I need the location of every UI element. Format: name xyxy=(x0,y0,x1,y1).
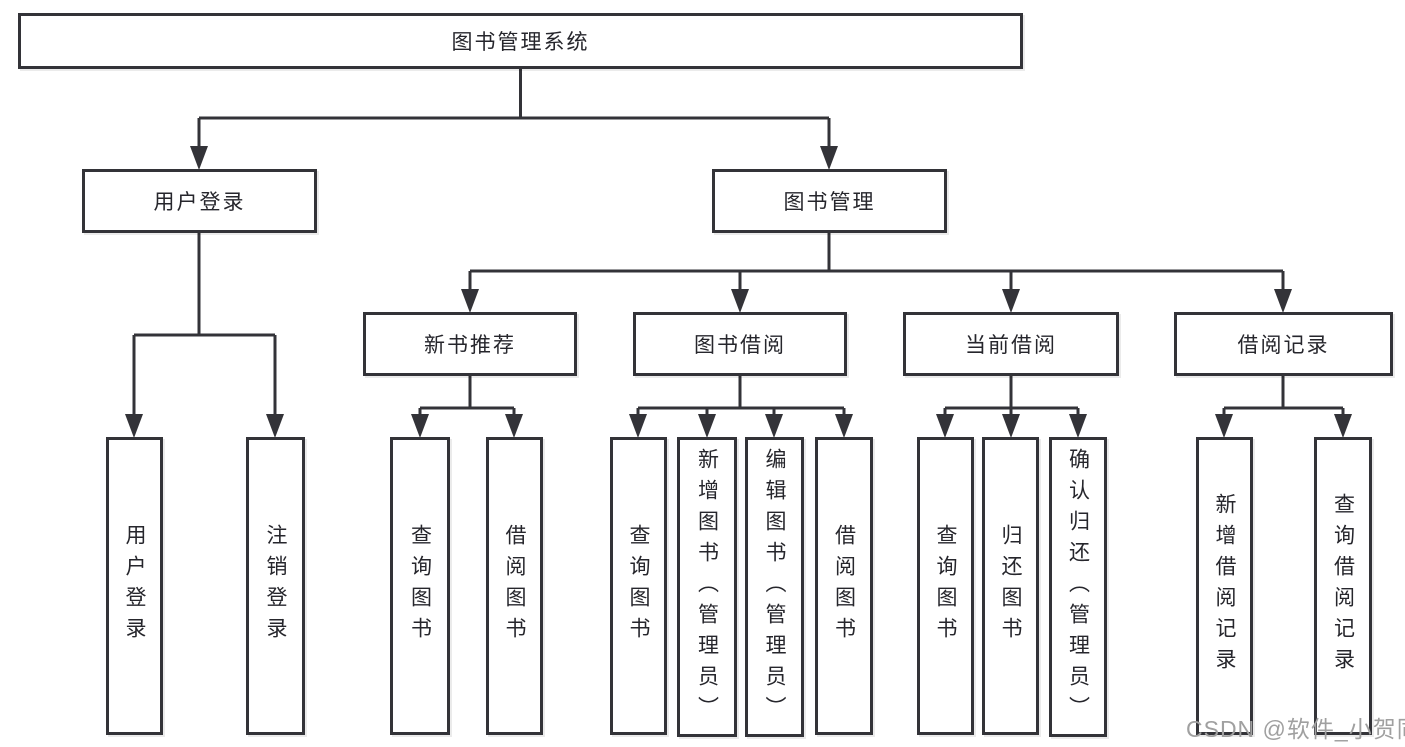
connector-new-book-recommend-children xyxy=(411,376,523,438)
node-label: 用户登录 xyxy=(153,191,246,214)
leaf-add-book-admin: 新增图书（管理员） xyxy=(677,437,737,737)
leaf-label: 借阅图书 xyxy=(503,524,526,648)
leaf-label: 注销登录 xyxy=(264,524,287,648)
leaf-label: 新增图书（管理员） xyxy=(695,447,719,727)
leaf-label: 查询借阅记录 xyxy=(1331,493,1355,679)
node-label: 图书管理系统 xyxy=(451,31,590,54)
node-current-borrow: 当前借阅 xyxy=(903,312,1119,376)
node-label: 借阅记录 xyxy=(1237,334,1330,357)
leaf-label: 确认归还（管理员） xyxy=(1066,447,1090,727)
connector-borrow-records-children xyxy=(1215,376,1352,438)
leaf-logout: 注销登录 xyxy=(246,437,305,735)
connector-user-login-children xyxy=(125,233,284,438)
leaf-query-books-current: 查询图书 xyxy=(917,437,974,735)
node-user-login: 用户登录 xyxy=(82,169,317,233)
leaf-query-books-recommend: 查询图书 xyxy=(390,437,450,735)
leaf-query-books-borrow: 查询图书 xyxy=(610,437,667,735)
leaf-label: 编辑图书（管理员） xyxy=(763,447,786,727)
node-book-borrow: 图书借阅 xyxy=(633,312,847,376)
leaf-label: 查询图书 xyxy=(934,524,957,648)
leaf-edit-book-admin: 编辑图书（管理员） xyxy=(745,437,804,737)
leaf-label: 查询图书 xyxy=(408,524,432,648)
leaf-borrow-books: 借阅图书 xyxy=(815,437,873,735)
leaf-user-login: 用户登录 xyxy=(106,437,163,735)
leaf-label: 借阅图书 xyxy=(832,524,856,648)
node-borrow-records: 借阅记录 xyxy=(1174,312,1393,376)
leaf-confirm-return-admin: 确认归还（管理员） xyxy=(1049,437,1107,737)
connector-book-management-children xyxy=(461,233,1292,313)
node-library-management-system: 图书管理系统 xyxy=(18,13,1023,69)
leaf-label: 查询图书 xyxy=(627,524,650,648)
node-book-management: 图书管理 xyxy=(712,169,947,233)
leaf-label: 新增借阅记录 xyxy=(1213,493,1236,679)
node-label: 当前借阅 xyxy=(965,334,1057,357)
connector-current-borrow-children xyxy=(936,376,1087,438)
leaf-return-book: 归还图书 xyxy=(982,437,1039,735)
node-label: 图书借阅 xyxy=(694,334,786,357)
connector-root-to-level1 xyxy=(190,69,838,170)
node-label: 图书管理 xyxy=(783,191,876,214)
csdn-watermark: CSDN @软件_小贺同学 xyxy=(1186,716,1405,742)
node-new-book-recommend: 新书推荐 xyxy=(363,312,577,376)
connector-book-borrow-children xyxy=(629,376,853,438)
leaf-label: 用户登录 xyxy=(123,524,146,648)
leaf-query-borrow-record: 查询借阅记录 xyxy=(1314,437,1372,735)
leaf-label: 归还图书 xyxy=(999,524,1022,648)
leaf-borrow-books-recommend: 借阅图书 xyxy=(486,437,543,735)
node-label: 新书推荐 xyxy=(424,334,516,357)
leaf-add-borrow-record: 新增借阅记录 xyxy=(1196,437,1253,735)
